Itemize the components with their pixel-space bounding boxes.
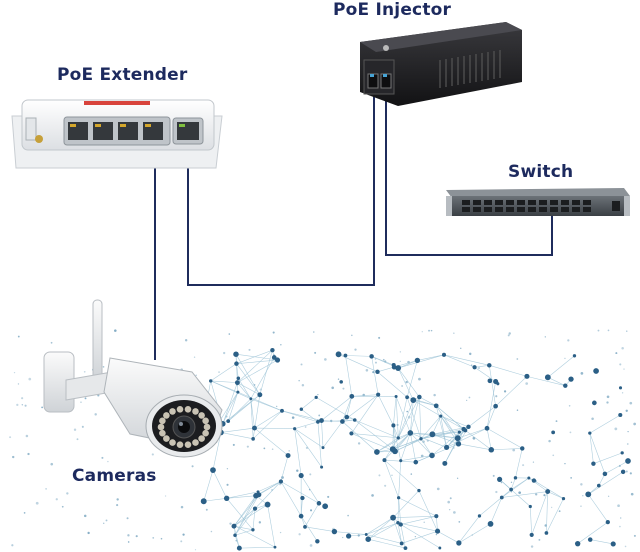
bullet-camera-device <box>43 299 223 458</box>
switch-label: Switch <box>508 162 574 182</box>
cameras-label: Cameras <box>72 466 157 486</box>
poe-injector-device <box>360 22 522 106</box>
cable-extender-to-injector <box>187 88 375 286</box>
network-mesh-graphic <box>9 329 637 551</box>
poe-extender-device <box>11 99 223 169</box>
cable-injector-to-switch <box>385 88 553 256</box>
network-switch-device <box>446 188 630 216</box>
poe-extender-label: PoE Extender <box>57 65 188 85</box>
cables <box>154 88 553 360</box>
poe-injector-label: PoE Injector <box>333 0 452 20</box>
